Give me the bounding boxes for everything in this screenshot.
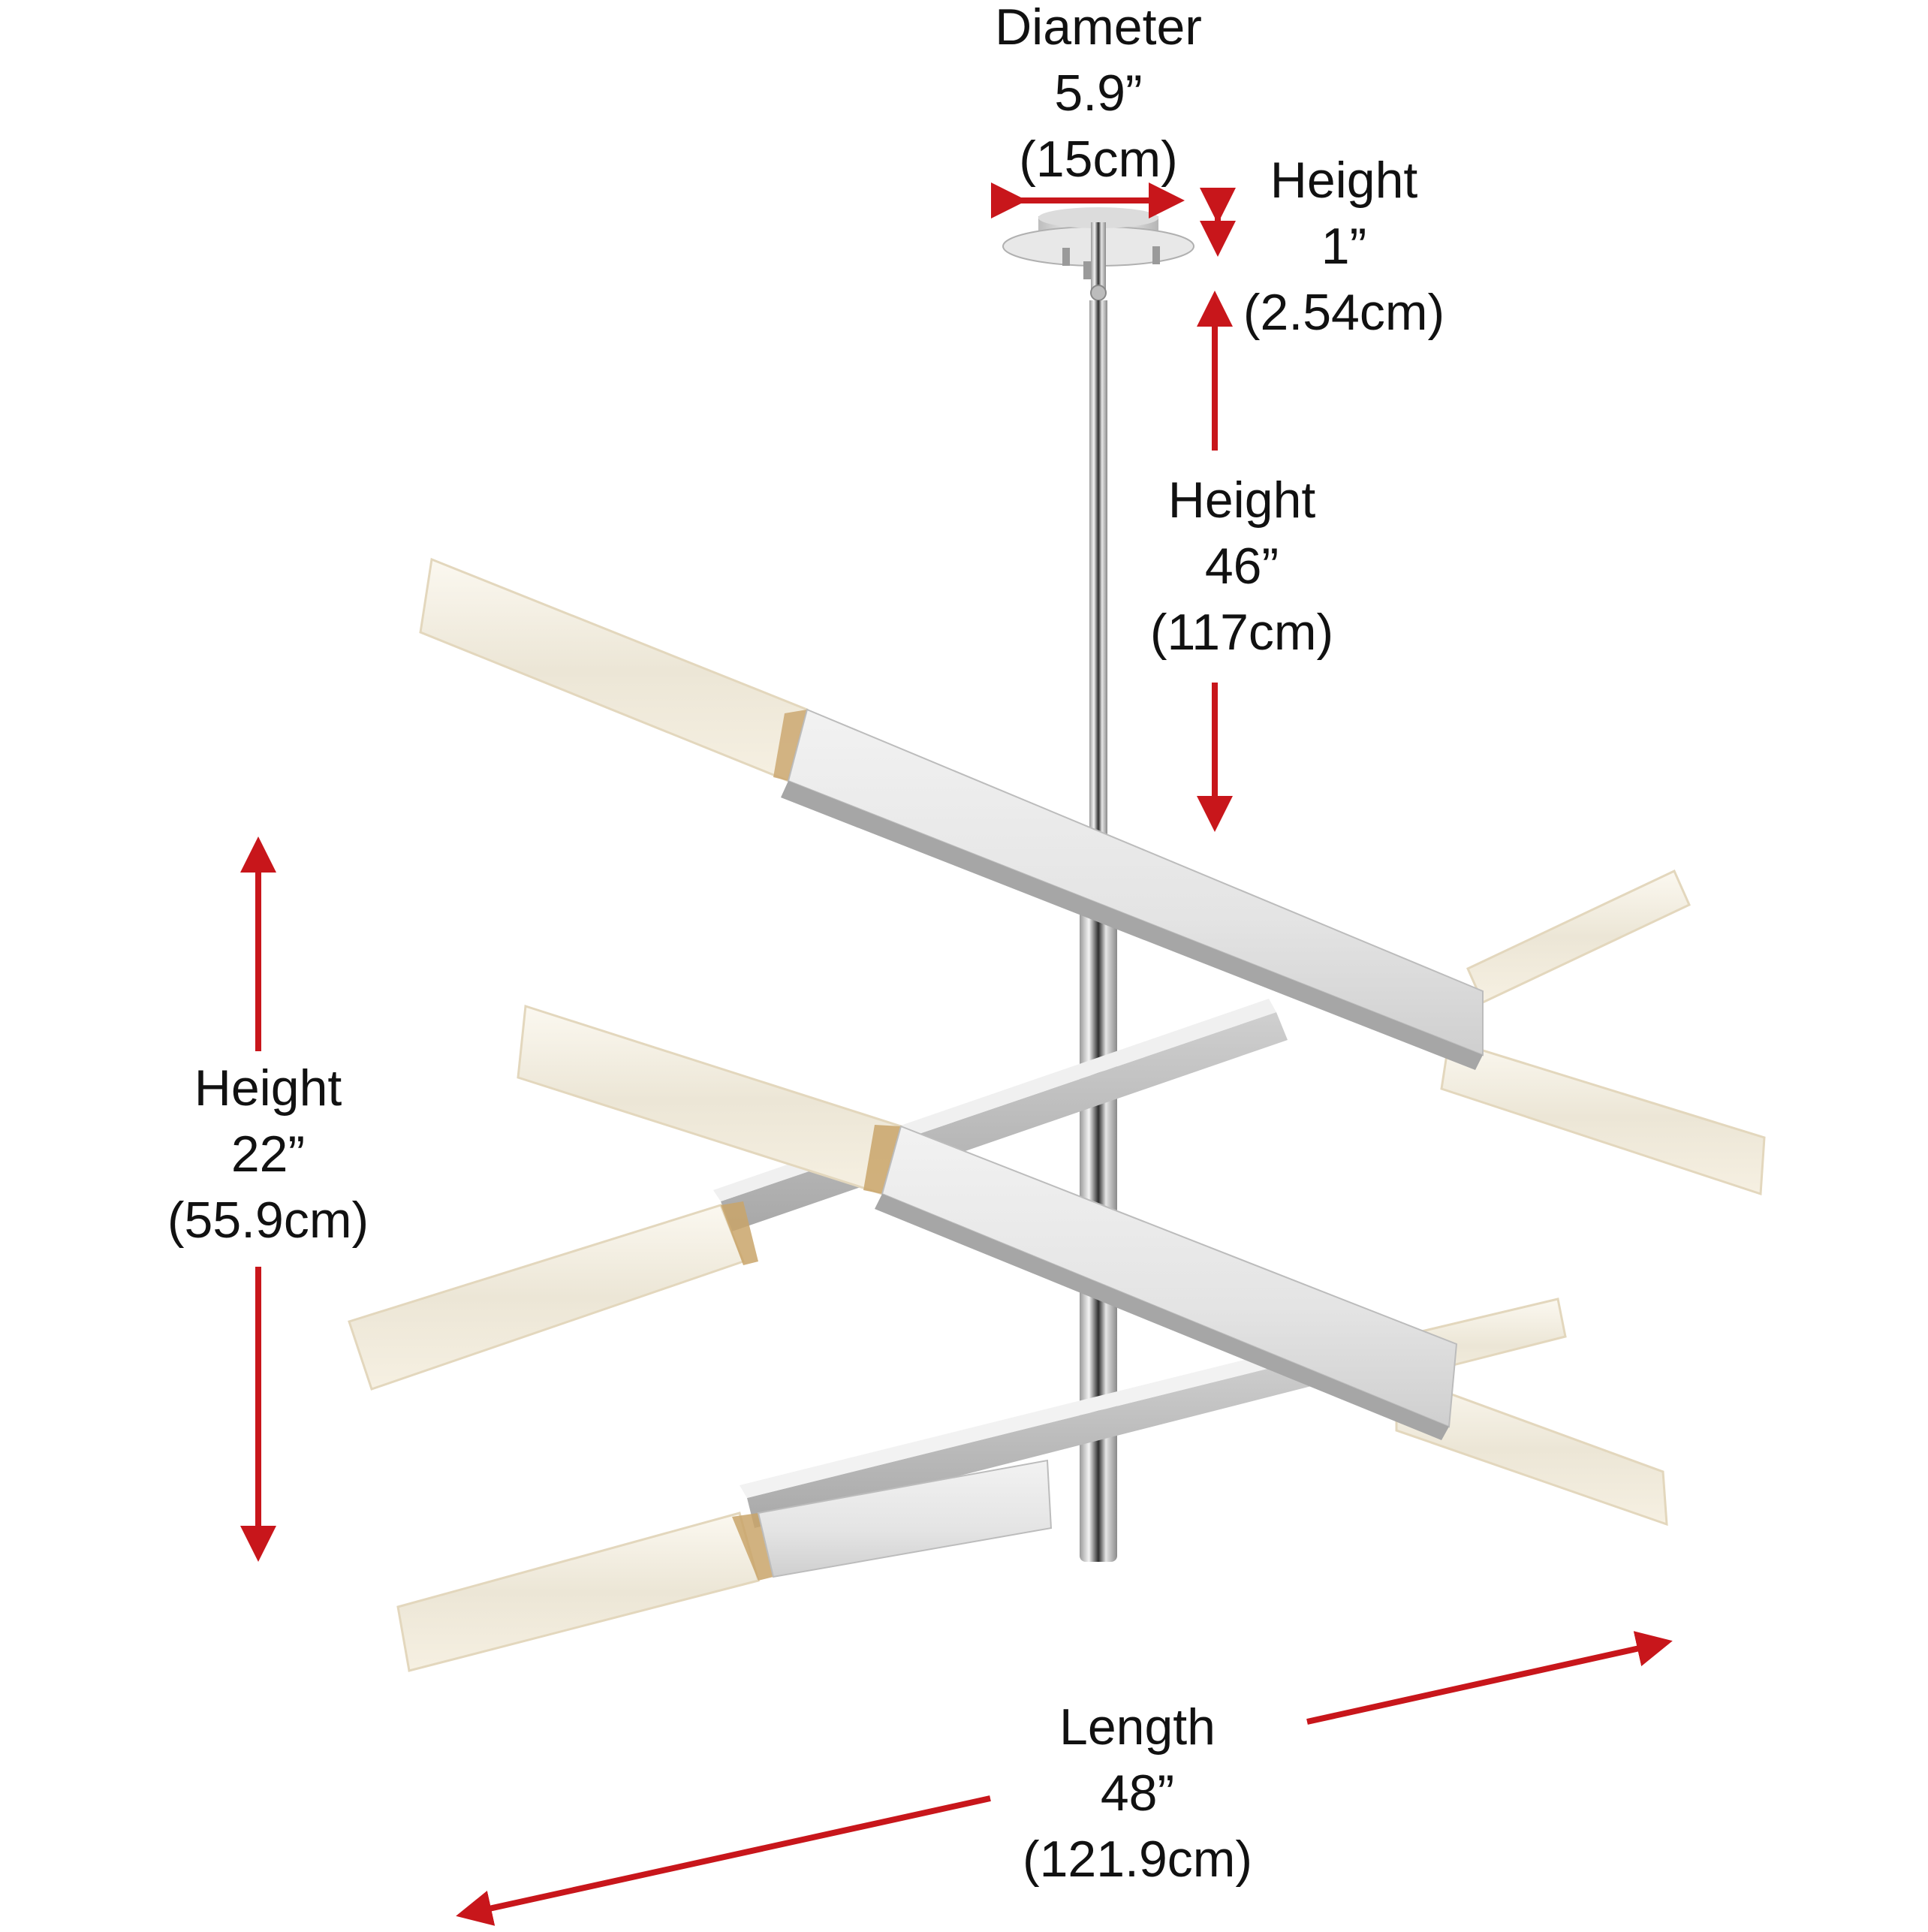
overall-height-imperial: 46” <box>1204 538 1279 595</box>
front-arms <box>757 708 1484 1578</box>
fixture-height-metric: (55.9cm) <box>167 1192 369 1249</box>
length-title: Length <box>1059 1698 1216 1756</box>
fixture-height-title: Height <box>194 1059 342 1117</box>
overall-height-label: Height 46” (117cm) <box>1150 467 1333 665</box>
canopy-height-metric: (2.54cm) <box>1243 284 1445 341</box>
diameter-imperial: 5.9” <box>1054 65 1143 122</box>
length-imperial: 48” <box>1100 1765 1175 1822</box>
overall-height-metric: (117cm) <box>1149 604 1334 661</box>
canopy-height-imperial: 1” <box>1321 218 1367 275</box>
fixture-height-imperial: 22” <box>230 1126 306 1183</box>
diameter-title: Diameter <box>995 0 1202 56</box>
length-metric: (121.9cm) <box>1022 1831 1253 1888</box>
diameter-metric: (15cm) <box>1019 131 1178 188</box>
canopy <box>1002 207 1194 301</box>
downrod <box>1089 300 1107 901</box>
fixture-height-label: Height 22” (55.9cm) <box>167 1055 369 1253</box>
canopy-height-title: Height <box>1270 152 1418 209</box>
dimension-arrows <box>240 182 1673 1926</box>
crystal-rods <box>348 557 1766 1672</box>
diameter-label: Diameter 5.9” (15cm) <box>995 0 1202 192</box>
overall-height-title: Height <box>1167 472 1316 529</box>
length-label: Length 48” (121.9cm) <box>1023 1694 1252 1892</box>
canopy-height-label: Height 1” (2.54cm) <box>1243 147 1444 345</box>
